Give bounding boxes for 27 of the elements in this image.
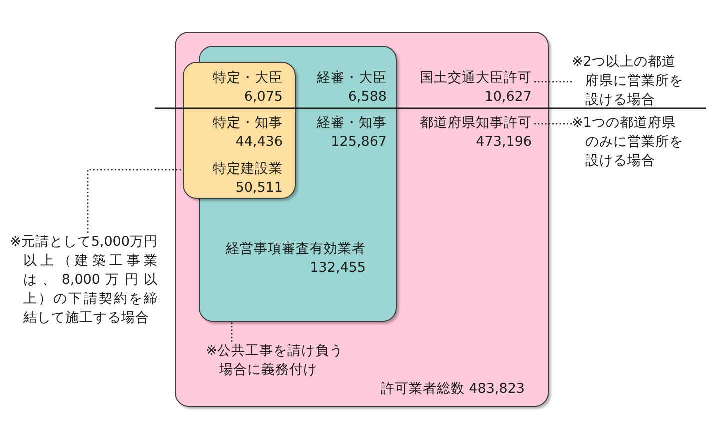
leader-line — [231, 322, 233, 342]
leader-line — [532, 123, 572, 125]
category-label: 特定・大臣 — [213, 69, 283, 88]
count-label: 44,436 — [236, 133, 283, 152]
count-label: 50,511 — [236, 179, 283, 198]
note-text: ※2つ以上の都道府県に営業所を設ける場合 — [572, 53, 685, 110]
leader-line — [87, 169, 183, 233]
permit-holders-box — [175, 32, 549, 407]
count-label: 473,196 — [476, 133, 532, 152]
category-label: 経審・知事 — [317, 114, 387, 133]
permit-type-label: 都道府県知事許可 — [420, 114, 532, 133]
count-label: 125,867 — [331, 133, 387, 152]
total-count-label: 許可業者総数 483,823 — [380, 380, 525, 399]
count-label: 6,075 — [244, 88, 283, 107]
specific-builders-box — [183, 62, 296, 199]
permit-type-label: 国土交通大臣許可 — [420, 69, 532, 88]
count-label: 10,627 — [484, 88, 532, 107]
category-label: 特定建設業 — [213, 160, 283, 179]
note-text: ※公共工事を請け負う場合に義務付け — [206, 342, 348, 380]
category-label: 経審・大臣 — [317, 69, 387, 88]
count-label: 132,455 — [310, 259, 366, 278]
category-label: 特定・知事 — [213, 114, 283, 133]
count-label: 6,588 — [348, 88, 387, 107]
note-text: ※1つの都道府県のみに営業所を設ける場合 — [572, 114, 685, 171]
category-label: 経営事項審査有効業者 — [226, 240, 366, 259]
note-text: ※元請として5,000万円以上（建築工事業は、8,000万円以上）の下請契約を締結して施工する場合 — [10, 233, 158, 328]
leader-line — [532, 81, 572, 83]
